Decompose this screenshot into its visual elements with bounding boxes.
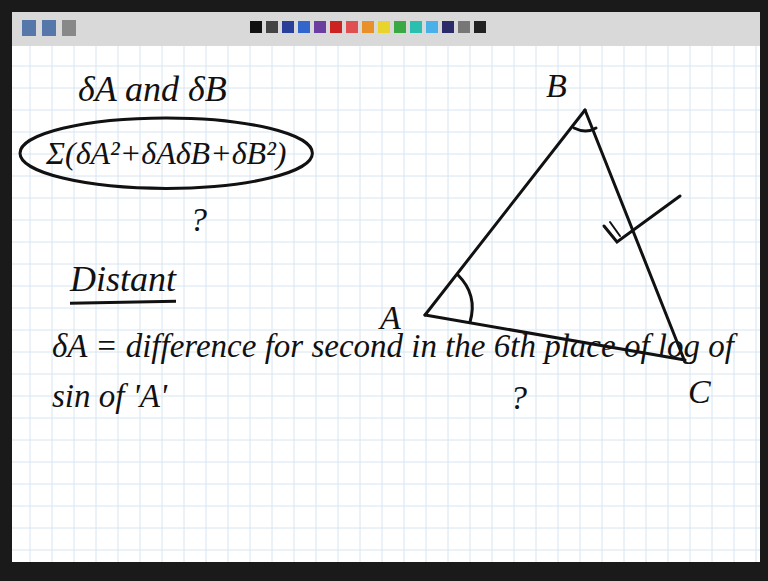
triangle-figure: [425, 110, 685, 362]
underline: [70, 301, 176, 303]
grid-lines: [12, 46, 760, 562]
toolbar: [12, 12, 760, 46]
formula-ellipse: Σ(δA²+δAδB+δB²): [20, 118, 312, 188]
question-mark: ?: [510, 378, 527, 419]
definition-text: δA = difference for second in the 6th pl…: [52, 322, 742, 421]
vertex-label: C: [688, 372, 711, 413]
formula-text: Σ(δA²+δAδB+δB²): [46, 134, 286, 172]
question-mark: ?: [190, 200, 207, 241]
vertex-label: A: [380, 298, 401, 339]
note-text: Distant: [70, 258, 176, 301]
heading-text: δA and δB: [78, 68, 227, 111]
toolbar-icons: [22, 20, 486, 36]
page: [12, 46, 760, 562]
vertex-label: B: [546, 66, 567, 107]
